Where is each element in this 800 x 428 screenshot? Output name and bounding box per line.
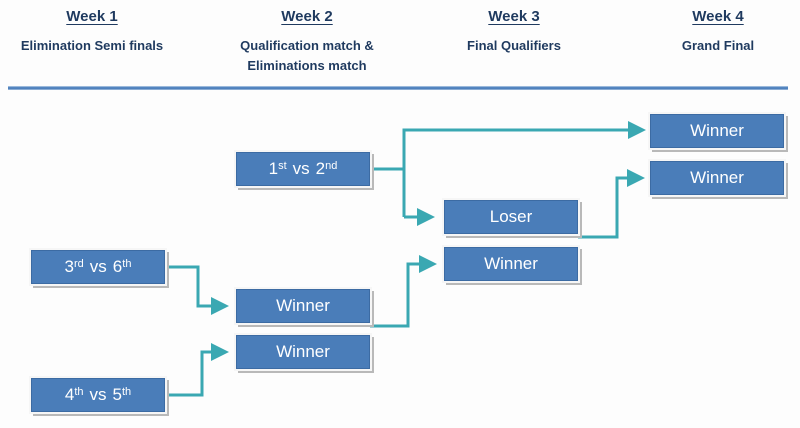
node-grand-final-winner-1: Winner: [650, 114, 784, 148]
connector-final-qualifier-to-grand-final: [578, 169, 645, 239]
node-qualification-winner-2: Winner: [236, 335, 370, 369]
connector-4v5-to-winner: [166, 343, 229, 397]
header-divider-line: [8, 86, 788, 90]
seed-a: 3: [64, 257, 75, 276]
week-3-subtitle: Final Qualifiers: [467, 38, 561, 53]
vs-label: vs: [89, 385, 107, 404]
node-final-qualifier-loser: Loser: [444, 200, 578, 234]
week-4-column-header: Week 4 Grand Final: [628, 8, 800, 56]
connector-3v6-to-winner: [166, 265, 229, 315]
week-2-subtitle: Qualification match & Eliminations match: [240, 38, 374, 73]
winner-label: Winner: [276, 296, 330, 315]
vs-label: vs: [89, 257, 107, 276]
seed-b: 2: [315, 159, 326, 178]
week-2-column-header: Week 2 Qualification match & Elimination…: [217, 8, 397, 75]
winner-label: Winner: [484, 254, 538, 273]
week-3-column-header: Week 3 Final Qualifiers: [424, 8, 604, 56]
seed-b: 6: [112, 257, 123, 276]
connector-elimination-winner-to-final-qualifier: [370, 255, 437, 328]
week-1-column-header: Week 1 Elimination Semi finals: [12, 8, 172, 56]
winner-label: Winner: [690, 168, 744, 187]
week-2-title: Week 2: [281, 8, 333, 25]
node-grand-final-winner-2: Winner: [650, 161, 784, 195]
winner-label: Winner: [690, 121, 744, 140]
seed-b: 5: [112, 385, 122, 404]
week-1-title: Week 1: [66, 8, 118, 25]
week-4-subtitle: Grand Final: [681, 38, 755, 53]
seed-a: 4: [64, 385, 75, 404]
node-qualification-winner-1: Winner: [236, 289, 370, 323]
vs-label: vs: [292, 159, 310, 178]
week-4-title: Week 4: [692, 8, 744, 25]
week-1-subtitle: Elimination Semi finals: [20, 38, 164, 53]
loser-label: Loser: [489, 207, 533, 226]
week-3-title: Week 3: [488, 8, 540, 25]
node-final-qualifier-winner: Winner: [444, 247, 578, 281]
winner-label: Winner: [276, 342, 330, 361]
seed-a: 1: [268, 159, 279, 178]
